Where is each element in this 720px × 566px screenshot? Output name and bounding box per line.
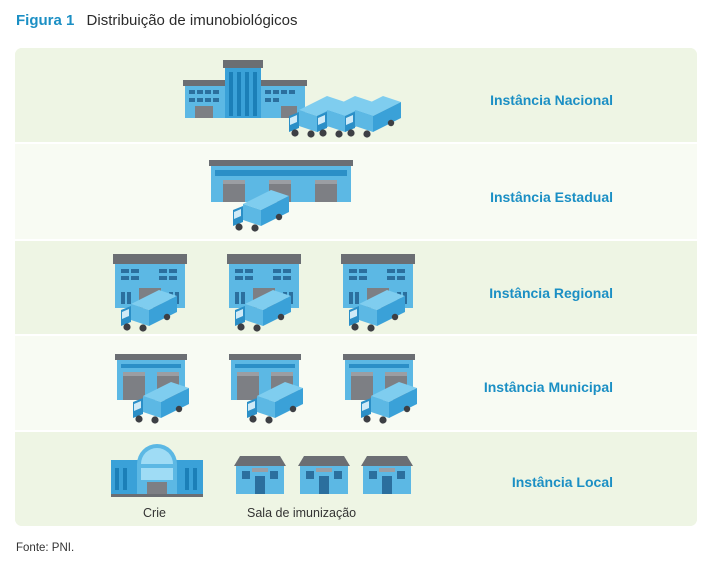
figure-number: Figura 1 xyxy=(16,12,75,29)
immunization-room-caption: Sala de imunização xyxy=(247,506,357,520)
figure-title: Figura 1 Distribuição de imunobiológicos xyxy=(16,12,297,29)
level-label-regional: Instância Regional xyxy=(489,285,613,301)
distribution-illustration xyxy=(111,60,417,497)
figure-caption: Distribuição de imunobiológicos xyxy=(86,12,298,29)
immunization-room-icon xyxy=(234,456,413,494)
level-row-state xyxy=(15,143,697,240)
level-row-national xyxy=(15,48,697,143)
crie-caption: Crie xyxy=(143,506,166,520)
level-label-local: Instância Local xyxy=(511,474,613,490)
level-label-national: Instância Nacional xyxy=(490,92,613,108)
national-truck-icon xyxy=(289,96,401,138)
national-building-icon xyxy=(183,60,307,118)
level-label-state: Instância Estadual xyxy=(490,189,613,205)
distribution-panel: Instância Nacional Instância Estadual In… xyxy=(15,48,697,526)
figure-source: Fonte: PNI. xyxy=(16,542,75,554)
crie-building-icon xyxy=(111,444,203,497)
level-label-municipal: Instância Municipal xyxy=(483,379,613,395)
